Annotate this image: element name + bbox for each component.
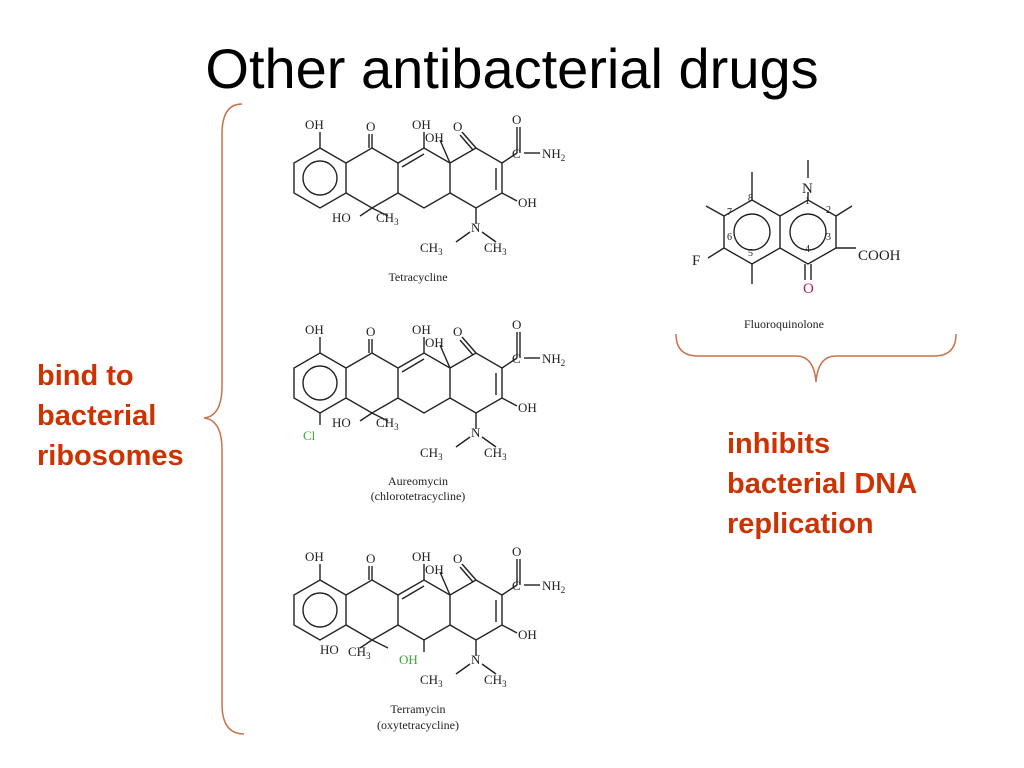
right-brace: [675, 333, 957, 383]
tetracycline-name: Tetracycline: [388, 270, 447, 284]
right-note: inhibits bacterial DNA replication: [727, 424, 917, 544]
terra-label: O: [512, 544, 521, 559]
tc-label: O: [453, 119, 462, 134]
fq-oxygen-label: O: [803, 281, 814, 297]
fq-nitrogen-label: N: [802, 181, 813, 197]
terra-label: CH3: [348, 644, 371, 661]
tc-label: O: [366, 119, 375, 134]
terra-label: O: [366, 551, 375, 566]
tc-label: OH: [412, 117, 431, 132]
terra-label: OH: [305, 549, 324, 564]
right-note-line: bacterial DNA: [727, 468, 918, 500]
aureo-label: NH2: [542, 351, 565, 368]
fq-cooh-label: COOH: [858, 248, 901, 264]
tc-label: HO: [332, 210, 351, 225]
aureo-label: N: [471, 425, 481, 440]
fq-fluorine-label: F: [692, 253, 700, 269]
left-note-line: bacterial: [37, 400, 157, 432]
tc-label: CH3: [376, 210, 399, 227]
aureo-label: OH: [425, 335, 444, 350]
aureo-label: OH: [518, 400, 537, 415]
aureo-label: O: [366, 324, 375, 339]
left-note-line: bind to: [37, 360, 134, 392]
terramycin-structure: OH O OH OH O O C NH2 OH HO CH3 OH N CH3 …: [293, 544, 565, 732]
tc-label: OH: [305, 117, 324, 132]
terra-label: CH3: [420, 672, 443, 689]
aureo-label: C: [512, 351, 521, 366]
aureo-label: OH: [305, 322, 324, 337]
aureo-label: CH3: [420, 445, 443, 462]
aureo-label: O: [512, 317, 521, 332]
tc-label: OH: [425, 130, 444, 145]
terra-oh-highlight-label: OH: [399, 652, 418, 667]
tc-label: C: [512, 146, 521, 161]
tc-label: O: [512, 112, 521, 127]
slide-title: Other antibacterial drugs: [205, 37, 819, 100]
fq-position-label: 2: [826, 205, 831, 216]
terramycin-name: Terramycin: [390, 702, 445, 716]
aureo-label: CH3: [376, 415, 399, 432]
fq-position-label: 1: [805, 196, 810, 207]
aureomycin-subname: (chlorotetracycline): [371, 489, 466, 503]
terra-label: HO: [320, 642, 339, 657]
fq-position-label: 6: [727, 232, 732, 243]
aureomycin-name: Aureomycin: [388, 474, 448, 488]
fq-position-label: 5: [748, 248, 753, 259]
left-note-line: ribosomes: [37, 440, 184, 472]
terramycin-subname: (oxytetracycline): [377, 718, 459, 732]
terra-label: O: [453, 551, 462, 566]
fluoroquinolone-structure: N F COOH O 1 2 3 4 5 6 7 8 Fluoroquinolo…: [692, 160, 901, 331]
fq-position-label: 3: [826, 232, 831, 243]
fq-position-label: 4: [805, 244, 810, 255]
aureo-label: HO: [332, 415, 351, 430]
aureo-chlorine-label: Cl: [303, 428, 316, 443]
terra-label: NH2: [542, 578, 565, 595]
aureo-label: CH3: [484, 445, 507, 462]
aureo-label: O: [453, 324, 462, 339]
tc-label: NH2: [542, 146, 565, 163]
tetracycline-structure: OH O OH OH O O C NH2 OH HO CH3 N CH3 CH3…: [293, 112, 565, 284]
fq-position-label: 7: [727, 207, 732, 218]
tc-label: N: [471, 220, 481, 235]
terra-label: OH: [425, 562, 444, 577]
terra-label: OH: [518, 627, 537, 642]
aureomycin-structure: OH O OH OH O O C NH2 OH HO CH3 Cl N CH3 …: [293, 317, 565, 503]
terra-label: OH: [412, 549, 431, 564]
terra-label: C: [512, 578, 521, 593]
fq-position-label: 8: [748, 193, 753, 204]
tc-label: CH3: [420, 240, 443, 257]
left-brace: [203, 103, 245, 735]
tc-label: OH: [518, 195, 537, 210]
tc-label: CH3: [484, 240, 507, 257]
right-note-line: replication: [727, 508, 874, 540]
terra-label: CH3: [484, 672, 507, 689]
right-note-line: inhibits: [727, 428, 831, 460]
left-note: bind to bacterial ribosomes: [37, 356, 184, 476]
terra-label: N: [471, 652, 481, 667]
fluoroquinolone-name: Fluoroquinolone: [744, 317, 824, 331]
aureo-label: OH: [412, 322, 431, 337]
